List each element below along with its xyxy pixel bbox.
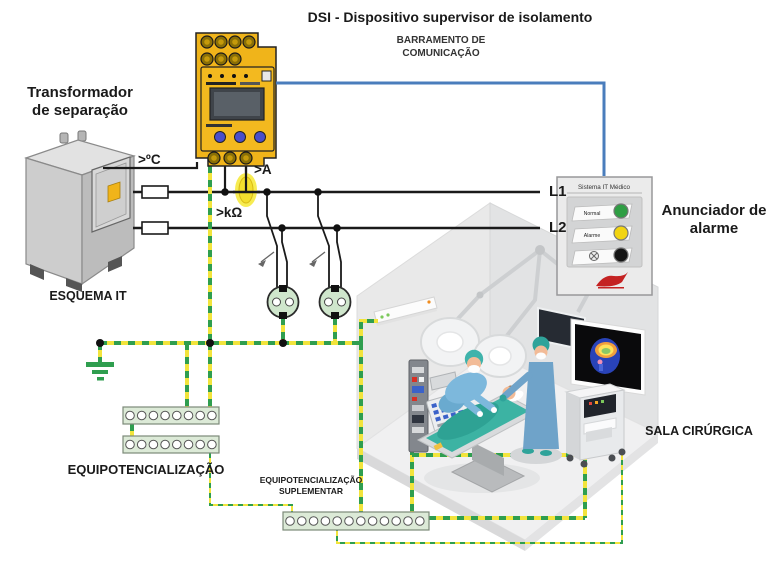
speaker-mute-icon [589, 251, 599, 261]
current-transformer-sensor [233, 166, 260, 207]
alarm-label: Alarme [584, 233, 601, 239]
outlet-2 [318, 285, 352, 319]
temperature-sensor-label: >ºC [138, 152, 161, 167]
cart-monitor [584, 394, 616, 418]
lamp-alarm [613, 225, 629, 241]
panel-title: Sistema IT Médico [578, 184, 631, 191]
surgical-mask [468, 365, 480, 373]
normal-label: Normal [584, 211, 601, 217]
line-l1-label: L1 [549, 183, 567, 200]
diagram-title: DSI - Dispositivo supervisor de isolamen… [307, 9, 593, 25]
supplementary-equipotential-label: EQUIPOTENCIALIZAÇÃO SUPLEMENTAR [259, 475, 363, 496]
ground-symbol [86, 362, 114, 381]
transformer-junction-box [91, 156, 131, 233]
room-earth-wires [336, 390, 623, 544]
warning-sticker [107, 181, 121, 203]
lamp-normal [613, 203, 629, 219]
transformer-label: Transformador de separação [27, 84, 133, 119]
mute-button [613, 247, 629, 263]
surgeon-left [438, 349, 497, 417]
current-sensor-label: >A [254, 162, 272, 177]
surgical-room [336, 202, 659, 551]
communication-bus-line [276, 81, 606, 176]
it-scheme-label: ESQUEMA IT [49, 289, 127, 303]
junction-dots [96, 188, 341, 347]
comm-bus-label: BARRAMENTO DE COMUNICAÇÃO [396, 35, 486, 59]
annunciator-caption: Anunciador de alarme [661, 202, 767, 237]
isolation-transformer [24, 130, 136, 292]
surgical-light-2 [473, 334, 527, 378]
line-l2-label: L2 [549, 219, 567, 236]
outlet-1 [266, 285, 300, 319]
temperature-sensor-wire [103, 162, 199, 170]
wall-light [373, 296, 438, 326]
surgical-room-label: SALA CIRÚRGICA [645, 424, 753, 438]
busbar-main-2 [122, 435, 220, 454]
top-terminals [200, 35, 256, 66]
surgical-mask [536, 352, 546, 360]
light-mount [535, 245, 545, 255]
status-leds [208, 74, 248, 78]
brain-scan-image [590, 338, 620, 374]
fuse-l2 [141, 221, 169, 235]
surgical-light-1 [420, 317, 480, 367]
alarm-annunciator-panel: Sistema IT Médico Normal Alarme [556, 176, 653, 296]
surgeon-right [499, 336, 562, 464]
outlet-branch-wires [266, 192, 342, 287]
resistance-sensor-label: >kΩ [216, 205, 243, 220]
brain-display [570, 318, 646, 396]
fuse-l1 [141, 185, 169, 199]
busbar-supplementary [282, 511, 430, 531]
operating-table [416, 385, 540, 493]
dsi-device [195, 32, 277, 167]
busbar-main-1 [122, 406, 220, 425]
equipment-cart [564, 383, 626, 468]
switch-actuator-arrows [258, 251, 326, 267]
equipotential-label: EQUIPOTENCIALIZAÇÃO [67, 462, 225, 477]
bottom-terminals [207, 151, 253, 165]
earth-network [98, 166, 378, 513]
device-buttons [214, 131, 266, 143]
patient [437, 402, 499, 440]
brand-logo [596, 272, 628, 287]
